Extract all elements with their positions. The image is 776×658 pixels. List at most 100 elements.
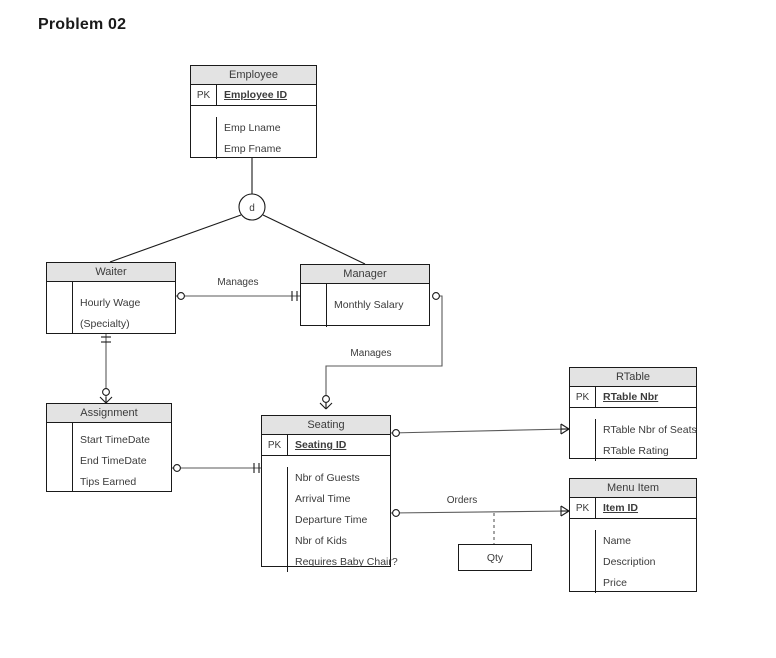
relationship-line-waiter-assignment	[99, 334, 113, 404]
attribute-box-qty[interactable]: Qty	[458, 544, 532, 571]
relationship-line-orders-seating-menuitem: Orders	[383, 495, 570, 544]
key-label	[570, 572, 596, 593]
key-label	[301, 315, 327, 327]
key-label	[47, 292, 73, 313]
attribute-row: RTable Rating	[570, 440, 696, 461]
entity-manager-title: Manager	[301, 265, 429, 284]
entity-seating[interactable]: Seating PK Seating ID Nbr of Guests Arri…	[261, 415, 398, 572]
key-label	[262, 488, 288, 509]
entity-menu-item[interactable]: Menu Item PK Item ID Name Description Pr…	[569, 478, 697, 593]
key-label-pk: PK	[570, 387, 596, 407]
key-label	[570, 419, 596, 440]
key-label-pk: PK	[262, 435, 288, 455]
attribute-name: Seating ID	[295, 439, 347, 451]
attribute-name: Nbr of Guests	[295, 471, 360, 484]
attribute-row: Name	[570, 530, 696, 551]
relationship-line-manages-manager-seating: Manages	[319, 291, 443, 410]
attribute-row: Tips Earned	[47, 471, 171, 492]
attribute-box-qty-label: Qty	[486, 551, 504, 564]
attribute-row	[47, 423, 171, 429]
attribute-row: Departure Time	[262, 509, 390, 530]
entity-menu-item-attributes: PK Item ID Name Description Price	[570, 498, 696, 593]
specialization-connector-employee	[109, 158, 366, 265]
crowsfoot-zero-many-assignment-top	[99, 388, 113, 404]
key-label	[262, 530, 288, 551]
attribute-name: Nbr of Kids	[295, 534, 347, 547]
entity-rtable-title: RTable	[570, 368, 696, 387]
relationship-label-manages-1: Manages	[217, 277, 258, 288]
entity-seating-title: Seating	[262, 416, 390, 435]
attribute-spacer	[262, 456, 390, 467]
attribute-name: Hourly Wage	[80, 296, 141, 309]
attribute-name: Description	[603, 555, 656, 568]
entity-seating-attributes: PK Seating ID Nbr of Guests Arrival Time…	[262, 435, 398, 572]
cardinality-one-manager	[291, 291, 298, 301]
relationship-line-manages-waiter-manager: Manages	[168, 277, 300, 302]
attribute-row: Hourly Wage	[47, 292, 175, 313]
attribute-row: (Specialty)	[47, 313, 175, 334]
key-label	[570, 440, 596, 461]
key-label	[570, 551, 596, 572]
attribute-spacer	[570, 408, 696, 419]
key-label	[47, 282, 73, 292]
attribute-name: Start TimeDate	[80, 433, 151, 446]
attribute-row: Requires Baby Chair?	[262, 551, 398, 572]
key-label	[47, 313, 73, 334]
attribute-name: Emp Fname	[224, 142, 282, 155]
key-label	[47, 450, 73, 471]
entity-employee-title: Employee	[191, 66, 316, 85]
attribute-row: Emp Fname	[191, 138, 316, 159]
key-label	[301, 294, 327, 315]
attribute-row: Nbr of Guests	[262, 467, 390, 488]
key-label	[191, 117, 217, 138]
relationship-line-assignment-seating	[164, 462, 262, 474]
attribute-name: RTable Rating	[603, 444, 669, 457]
attribute-row: Description	[570, 551, 696, 572]
entity-employee-attributes: PK Employee ID Emp Lname Emp Fname	[191, 85, 316, 159]
key-label	[191, 138, 217, 159]
entity-assignment-title: Assignment	[47, 404, 171, 423]
key-label	[47, 423, 73, 429]
attribute-row: RTable Nbr of Seats	[570, 419, 697, 440]
disjoint-symbol-label: d	[249, 203, 255, 214]
attribute-row: Emp Lname	[191, 117, 316, 138]
entity-assignment[interactable]: Assignment Start TimeDate End TimeDate T…	[46, 403, 172, 492]
entity-manager[interactable]: Manager Monthly Salary	[300, 264, 430, 327]
attribute-name: End TimeDate	[80, 454, 147, 467]
attribute-row: End TimeDate	[47, 450, 171, 471]
entity-waiter-attributes: Hourly Wage (Specialty)	[47, 282, 175, 334]
entity-assignment-attributes: Start TimeDate End TimeDate Tips Earned	[47, 423, 171, 492]
cardinality-one-seating-left	[253, 463, 260, 473]
entity-waiter[interactable]: Waiter Hourly Wage (Specialty)	[46, 262, 176, 334]
relationship-label-orders: Orders	[447, 495, 478, 506]
entity-manager-attributes: Monthly Salary	[301, 284, 429, 327]
attribute-row-pk: PK Employee ID	[191, 85, 316, 106]
attribute-name: Tips Earned	[80, 475, 137, 488]
attribute-row: Price	[570, 572, 696, 593]
attribute-name: Employee ID	[224, 89, 288, 101]
attribute-spacer	[570, 519, 696, 530]
attribute-name: RTable Nbr	[603, 391, 659, 403]
key-label	[262, 509, 288, 530]
attribute-name: Monthly Salary	[334, 298, 404, 311]
disjoint-circle-icon	[238, 193, 266, 221]
entity-menu-item-title: Menu Item	[570, 479, 696, 498]
crowsfoot-one-many-menuitem	[560, 505, 570, 517]
attribute-name: Price	[603, 576, 627, 589]
attribute-name: Arrival Time	[295, 492, 351, 505]
attribute-spacer	[191, 106, 316, 117]
cardinality-zero-one-manager	[428, 291, 440, 301]
attribute-row-pk: PK Seating ID	[262, 435, 390, 456]
entity-waiter-title: Waiter	[47, 263, 175, 282]
entity-rtable[interactable]: RTable PK RTable Nbr RTable Nbr of Seats…	[569, 367, 697, 461]
attribute-name: Item ID	[603, 502, 639, 514]
attribute-row: Monthly Salary	[301, 294, 429, 315]
key-label-pk: PK	[570, 498, 596, 518]
attribute-name: Name	[603, 534, 632, 547]
attribute-name: Requires Baby Chair?	[295, 555, 398, 568]
relationship-label-manages-2: Manages	[350, 348, 391, 359]
entity-employee[interactable]: Employee PK Employee ID Emp Lname Emp Fn…	[190, 65, 317, 159]
attribute-row: Start TimeDate	[47, 429, 171, 450]
attribute-name: RTable Nbr of Seats	[603, 423, 697, 436]
crowsfoot-zero-many-seating-top	[319, 395, 333, 410]
